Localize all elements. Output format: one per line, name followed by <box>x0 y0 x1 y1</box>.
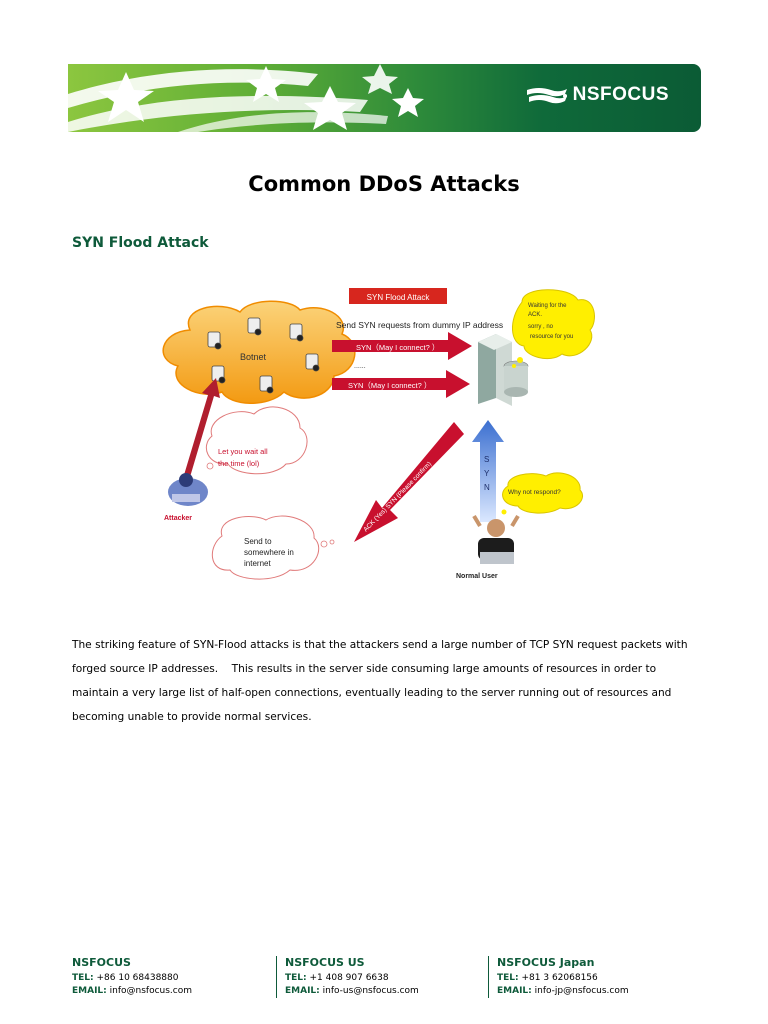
brand-name: NSFOCUS <box>572 84 669 105</box>
internet-thought-bubble: Send to somewhere in internet <box>211 515 335 580</box>
body-paragraph: The striking feature of SYN-Flood attack… <box>72 639 691 723</box>
server-bubble-line-1: Waiting for the <box>528 303 567 309</box>
diagram-banner-text: SYN Flood Attack <box>367 293 431 302</box>
footer-tel: +86 10 68438880 <box>96 973 179 983</box>
syn-vertical-n: N <box>484 483 490 492</box>
stars-swoosh-graphic <box>68 64 424 132</box>
footer-company-name: NSFOCUS US <box>285 956 365 969</box>
nsfocus-logo: NSFOCUS <box>525 84 669 106</box>
footer-tel-label: TEL: <box>285 973 307 983</box>
flag-logo-icon <box>526 88 567 104</box>
footer-tel: +81 3 62068156 <box>521 973 598 983</box>
syn-arrow-2-label: SYN（May I connect? ） <box>348 381 431 390</box>
footer-tel: +1 408 907 6638 <box>309 973 389 983</box>
footer-email[interactable]: info-jp@nsfocus.com <box>534 986 629 996</box>
syn-vertical-s: S <box>484 455 489 464</box>
syn-up-arrow: S Y N <box>472 420 504 522</box>
internet-bubble-line-1: Send to <box>244 537 272 546</box>
attacker-icon <box>168 473 208 506</box>
normal-user-label: Normal User <box>456 573 498 580</box>
footer-email[interactable]: info@nsfocus.com <box>109 986 193 996</box>
footer-tel-label: TEL: <box>72 973 94 983</box>
server-bubble-line-4: resource for you <box>530 334 573 340</box>
footer-company-name: NSFOCUS Japan <box>497 956 595 969</box>
footer-email-label: EMAIL: <box>285 986 320 996</box>
server-bubble-line-3: sorry , no <box>528 324 554 330</box>
botnet-cloud: Botnet <box>162 300 356 404</box>
attacker-bubble-line-1: Let you wait all <box>218 447 268 456</box>
syn-arrow-1: SYN（May I connect? ） <box>332 332 472 360</box>
server-icon <box>478 334 529 406</box>
attacker-label: Attacker <box>164 515 192 522</box>
ack-arrow: ACK (Yes) SYN (Please confirm) <box>354 422 464 542</box>
footer-email[interactable]: info-us@nsfocus.com <box>322 986 419 996</box>
attacker-arrow <box>184 378 220 477</box>
user-bubble-text: Why not respond? <box>508 489 561 496</box>
footer-contact-hq: NSFOCUS TEL: +86 10 68438880 EMAIL: info… <box>72 956 192 998</box>
footer-email-label: EMAIL: <box>72 986 107 996</box>
footer-email-label: EMAIL: <box>497 986 532 996</box>
ack-arrow-label: ACK (Yes) SYN (Please confirm) <box>362 461 433 534</box>
syn-arrow-2: SYN（May I connect? ） <box>332 370 470 398</box>
dots-label: ...... <box>354 363 366 370</box>
server-thought-bubble: Waiting for the ACK. sorry , no resource… <box>512 289 595 368</box>
botnet-label: Botnet <box>240 352 267 362</box>
diagram-banner: SYN Flood Attack <box>349 288 447 304</box>
page-title: Common DDoS Attacks <box>248 172 520 196</box>
normal-user-icon <box>472 514 520 564</box>
footer-tel-label: TEL: <box>497 973 519 983</box>
server-bubble-line-2: ACK. <box>528 312 542 318</box>
section-title: SYN Flood Attack <box>72 235 209 251</box>
attacker-bubble-line-2: the time (lol) <box>218 459 260 468</box>
footer-contact-us: NSFOCUS US TEL: +1 408 907 6638 EMAIL: i… <box>276 956 419 998</box>
send-label: Send SYN requests from dummy IP address <box>336 320 503 330</box>
header-banner: NSFOCUS <box>68 64 701 132</box>
user-thought-bubble: Why not respond? <box>501 472 583 515</box>
syn-arrow-1-label: SYN（May I connect? ） <box>356 343 439 352</box>
internet-bubble-line-3: internet <box>244 559 271 568</box>
attacker-thought-bubble: Let you wait all the time (lol) <box>206 406 308 475</box>
syn-vertical-y: Y <box>484 469 490 478</box>
internet-bubble-line-2: somewhere in <box>244 548 294 557</box>
footer-contact-japan: NSFOCUS Japan TEL: +81 3 62068156 EMAIL:… <box>488 956 629 998</box>
syn-flood-diagram: SYN Flood Attack Botnet Send SYN request… <box>162 288 595 580</box>
footer-company-name: NSFOCUS <box>72 956 131 969</box>
